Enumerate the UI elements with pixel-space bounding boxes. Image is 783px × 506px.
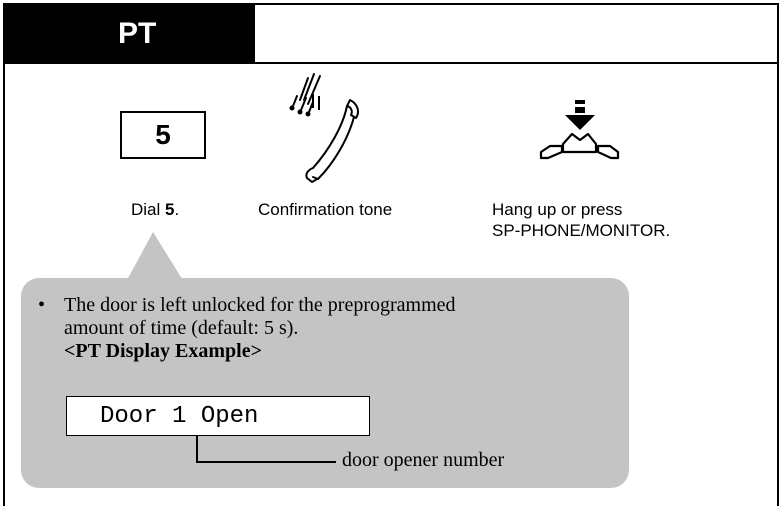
dial-caption-digit: 5	[165, 200, 175, 219]
note-text: • The door is left unlocked for the prep…	[38, 294, 598, 363]
hang-up-caption-line1: Hang up or press	[492, 200, 623, 219]
pt-tab: PT	[3, 3, 255, 64]
dial-key-label: 5	[155, 119, 171, 150]
hang-up-icon	[539, 100, 620, 160]
leader-line-vertical	[196, 436, 198, 463]
note-line-2: amount of time (default: 5 s).	[64, 317, 299, 339]
pt-tab-label: PT	[118, 16, 157, 50]
callout-pointer	[126, 232, 184, 282]
hang-up-caption-line2: SP-PHONE/MONITOR.	[492, 221, 671, 240]
note-line-1: The door is left unlocked for the prepro…	[64, 294, 456, 316]
hang-up-caption: Hang up or press SP-PHONE/MONITOR.	[492, 199, 670, 241]
display-example-heading: <PT Display Example>	[64, 340, 263, 362]
confirmation-tone-handset-icon	[289, 73, 359, 183]
leader-line-horizontal	[196, 461, 336, 463]
confirmation-tone-caption: Confirmation tone	[258, 200, 393, 219]
pt-display-text: Door 1 Open	[100, 402, 259, 430]
note-bullet: •	[38, 294, 46, 316]
dial-caption-text: Dial	[131, 200, 166, 219]
procedure-frame	[3, 3, 779, 506]
note-callout	[21, 278, 629, 488]
dial-caption: Dial 5.	[131, 199, 179, 220]
pt-display-example: Door 1 Open	[66, 396, 370, 436]
dial-caption-period: .	[174, 200, 180, 219]
door-opener-number-label: door opener number	[342, 449, 505, 471]
tab-rule	[255, 62, 779, 64]
dial-key-box: 5	[120, 111, 206, 159]
